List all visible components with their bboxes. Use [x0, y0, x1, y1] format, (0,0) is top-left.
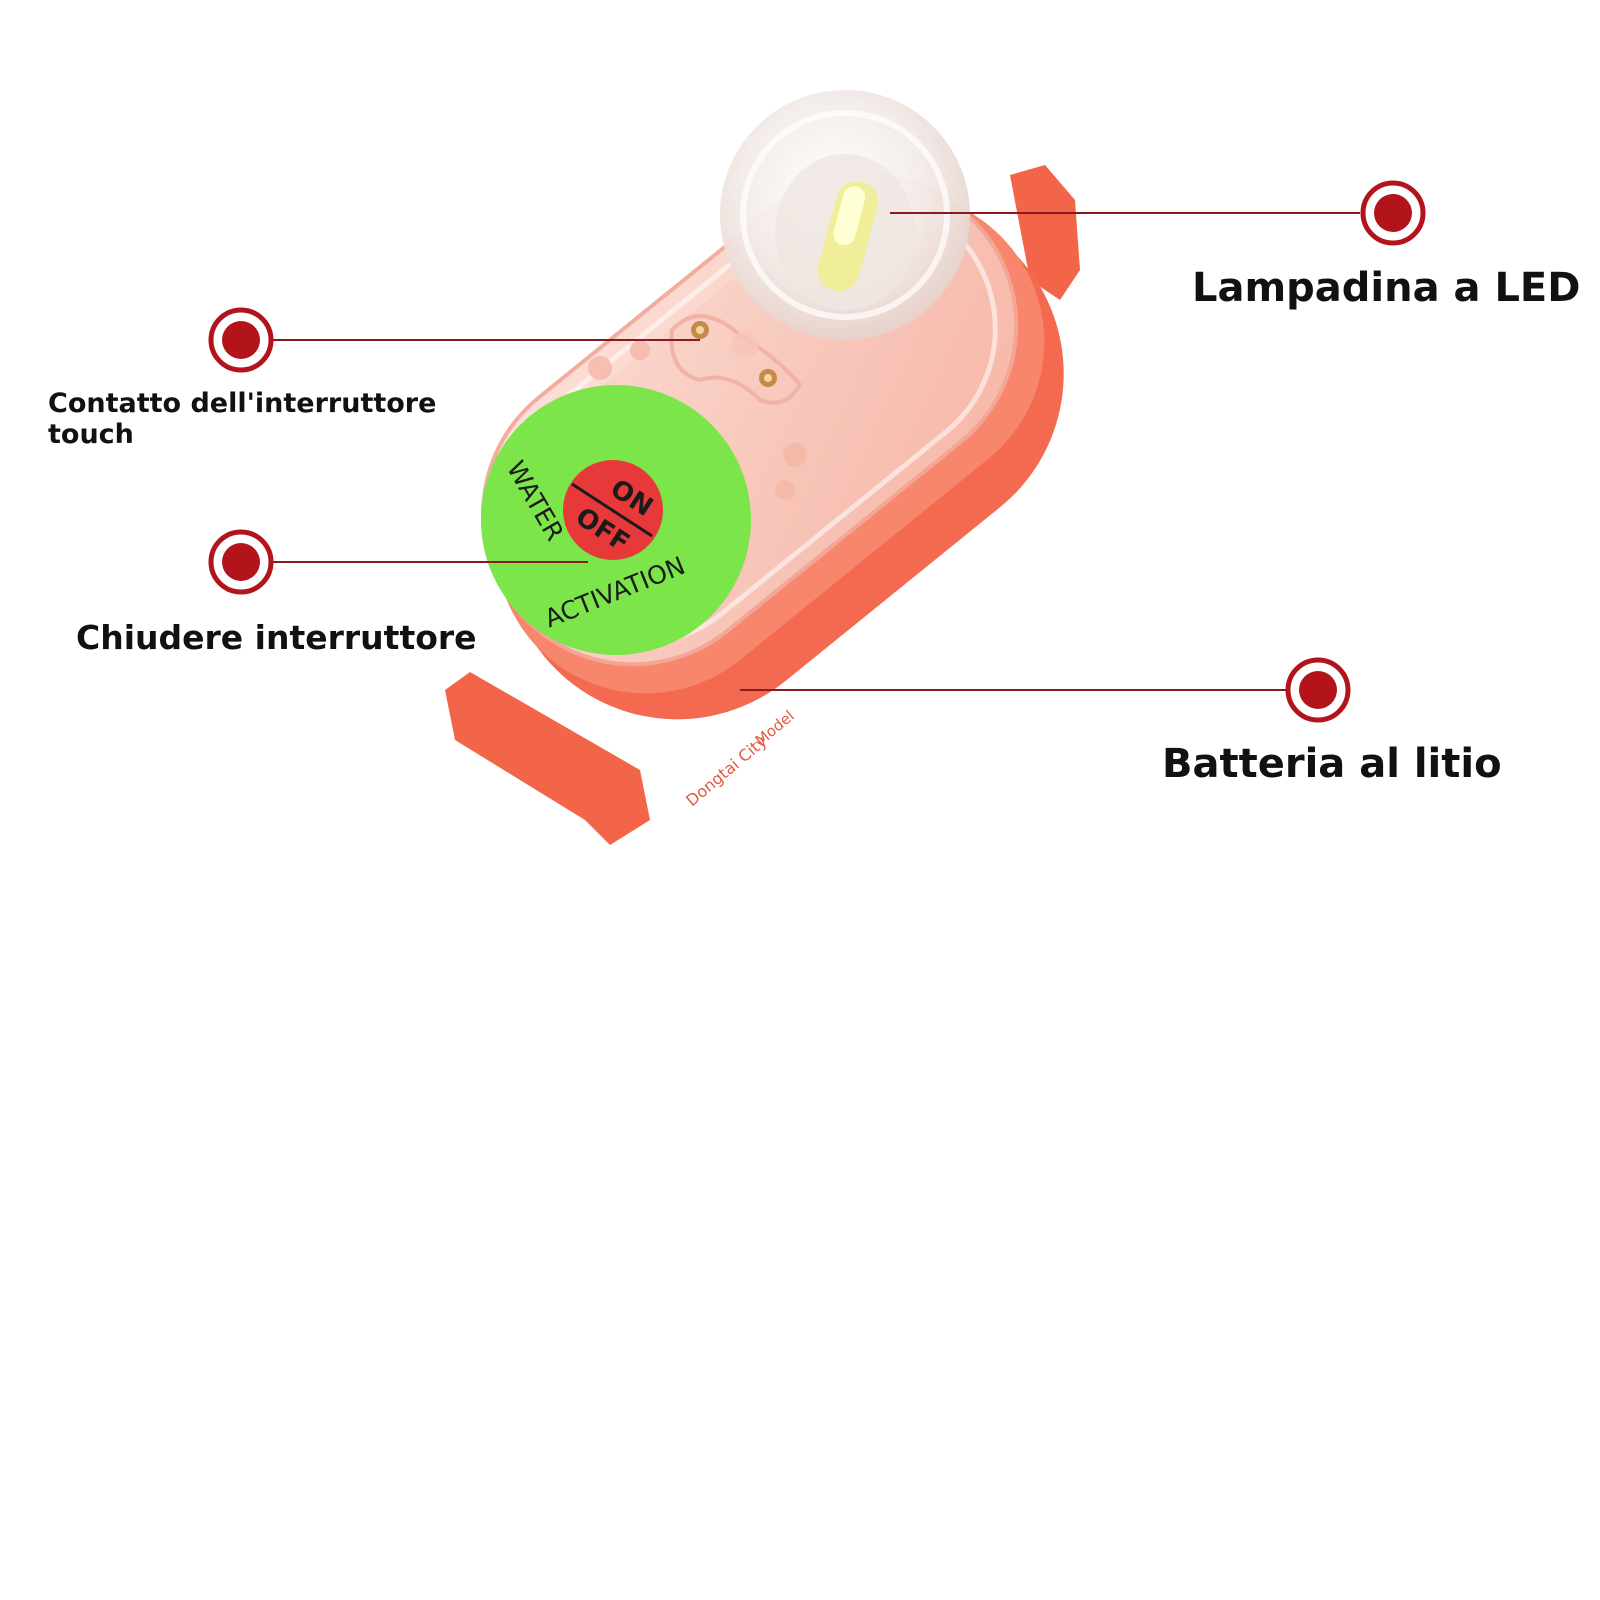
- marker-close-switch: [208, 529, 274, 595]
- side-text-city: Dongtai City: [682, 732, 770, 810]
- label-touch-contact-line2: touch: [48, 419, 134, 450]
- water-activation-sticker: ON OFF WATER ACTIVATION: [481, 385, 751, 655]
- label-led-bulb: Lampadina a LED: [1192, 265, 1581, 311]
- led-bulb: [817, 181, 879, 292]
- marker-touch-contact: [208, 307, 274, 373]
- label-touch-contact-line1: Contatto dell'interruttore: [48, 388, 437, 419]
- on-off-button[interactable]: ON OFF: [563, 460, 663, 560]
- label-close-switch: Chiudere interruttore: [76, 618, 477, 657]
- lifejacket-light-device: ON OFF WATER ACTIVATION Model Dongtai Ci…: [445, 90, 1080, 845]
- touch-contacts: [669, 314, 803, 405]
- marker-led: [1360, 180, 1426, 246]
- label-lithium-battery: Batteria al litio: [1162, 741, 1502, 787]
- strap-clip-bottom: [445, 672, 650, 845]
- label-touch-contact: Contatto dell'interruttore touch: [48, 388, 436, 450]
- strap-clip-top: [1010, 165, 1080, 300]
- marker-battery: [1285, 657, 1351, 723]
